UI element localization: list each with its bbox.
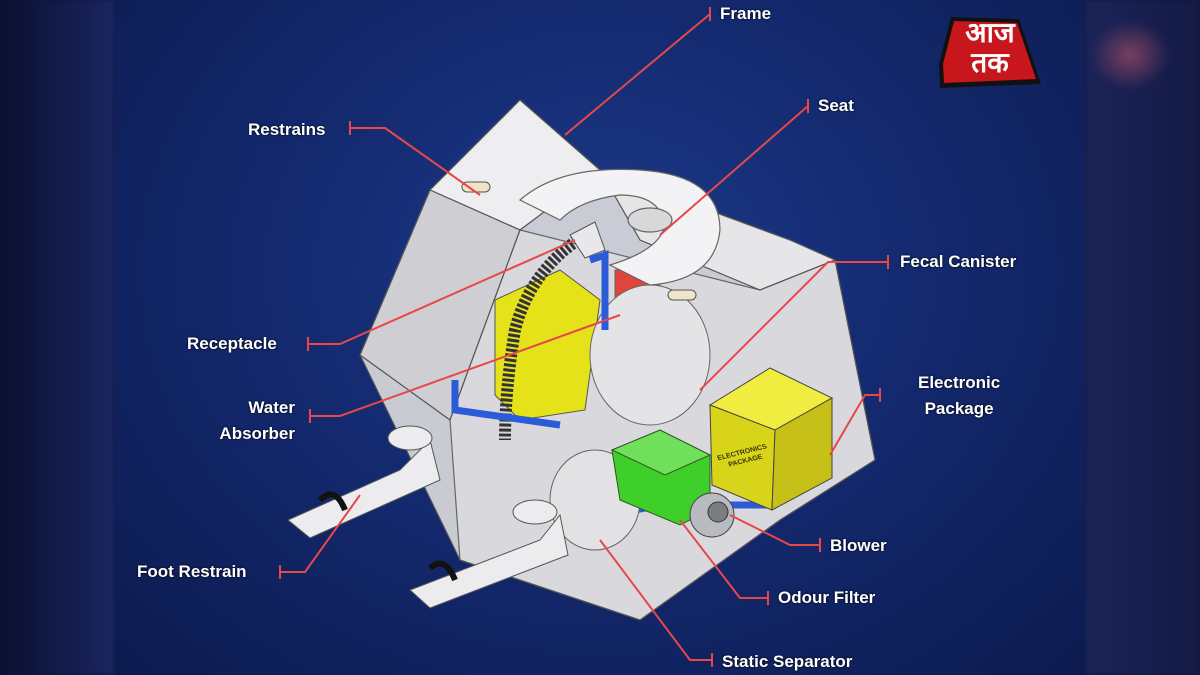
logo-line2: तक <box>971 47 1009 78</box>
label-electronic-package-line2: Package <box>924 399 994 418</box>
label-water-absorber-line2: Absorber <box>219 424 295 443</box>
blurred-border-left <box>0 0 115 675</box>
seat <box>518 168 721 286</box>
aajtak-logo <box>939 17 1041 88</box>
fecal-canister <box>589 269 711 426</box>
foot-restrains <box>287 425 569 609</box>
electronic-package <box>708 367 834 511</box>
label-water-absorber-line1: Water <box>248 398 295 417</box>
leader-lines <box>279 7 889 667</box>
label-foot-restrain: Foot Restrain <box>137 562 247 581</box>
restrain-handle-left <box>461 181 491 193</box>
receptacle-funnel <box>569 221 606 259</box>
label-blower: Blower <box>830 536 887 555</box>
blower <box>689 492 735 538</box>
label-seat: Seat <box>818 96 854 115</box>
restrain-handle-right <box>667 289 697 301</box>
logo-line1: आज <box>965 17 1015 48</box>
label-static-separator: Static Separator <box>722 652 853 671</box>
label-receptacle: Receptacle <box>187 334 277 353</box>
label-electronic-package-line1: Electronic <box>918 373 1001 392</box>
receptacle-hose <box>499 229 589 441</box>
label-fecal-canister: Fecal Canister <box>900 252 1017 271</box>
label-odour-filter: Odour Filter <box>778 588 876 607</box>
blurred-border-right <box>1085 0 1200 675</box>
label-restrains: Restrains <box>248 120 326 139</box>
label-frame: Frame <box>720 4 772 23</box>
